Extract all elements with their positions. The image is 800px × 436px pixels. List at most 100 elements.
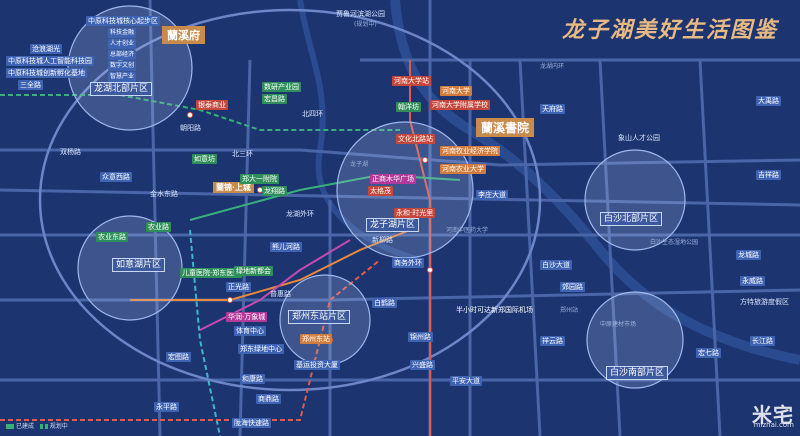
map-title: 龙子湖美好生活图鉴 [561, 17, 778, 43]
label-fangte: 方特旅游度假区 [740, 298, 789, 306]
label-hongqi: 宏七路 [696, 348, 721, 358]
project-lanxi-fu[interactable]: 蘭溪府 [162, 26, 205, 44]
label-under-construction: (规划中) [354, 21, 377, 28]
label-shangding: 商鼎路 [256, 394, 281, 404]
watermark-text: 米宅 [752, 403, 794, 427]
watermark: 米宅 mizhai.com [752, 399, 794, 429]
label-tianxuan: 天府路 [540, 104, 565, 114]
label-zhengzhou-zoo: 郑州站 [560, 307, 579, 314]
district-baisha-south[interactable]: 白沙南部片区 [606, 366, 669, 380]
tech-cluster-item-5: 智慧产业 [108, 72, 137, 82]
label-henan-affil: 河南大学附属学校 [430, 100, 490, 110]
label-xinbian: 新柳路 [372, 236, 393, 244]
metro-line-red [409, 60, 431, 436]
district-baisha-north[interactable]: 白沙北部片区 [600, 212, 663, 226]
legend-planned-swatch [39, 424, 48, 429]
watermark-url: mizhai.com [753, 421, 794, 429]
label-jiaoyuan: 郊园路 [560, 282, 585, 292]
label-hongtan: 翰洋坊 [396, 102, 421, 112]
label-jixiang: 吉祥路 [756, 170, 781, 180]
label-zhongyi-road: 众意西路 [100, 172, 132, 182]
label-longhu-inner-ring: 龙湖内环 [540, 63, 565, 70]
label-henan-univ: 河南大学 [440, 86, 472, 96]
label-baisha-road: 白沙大道 [540, 260, 572, 270]
label-xingshan: 兴盛路 [410, 360, 435, 370]
label-zhengdong-center: 郑东绿地中心 [238, 344, 284, 354]
metro-line-orange [130, 229, 411, 301]
label-longcheng: 龙城路 [736, 250, 761, 260]
label-lvdi-center: 绿地新都会 [234, 266, 273, 276]
legend-built: 已建成 [16, 423, 35, 430]
label-zhengzhou-dongzhan: 郑州东站 [300, 334, 332, 344]
district-longhu-north[interactable]: 龙湖北部片区 [90, 82, 153, 96]
label-henan-univ-station: 河南大学站 [392, 76, 431, 86]
district-longzihu[interactable]: 龙子湖片区 [366, 218, 420, 232]
label-jinshui-east: 河南中医药大学 [446, 227, 489, 234]
label-zhengda-first: 郑大一附院 [240, 174, 279, 184]
label-sanhuan: 三全路 [18, 80, 43, 90]
tech-cluster-item-3: 总部经济 [108, 50, 137, 60]
label-xiangshan: 象山人才公园 [618, 134, 660, 142]
label-beisanhuan: 北三环 [232, 150, 253, 158]
label-guanghua: 普惠路 [270, 290, 291, 298]
metro-line-green [0, 94, 400, 131]
label-yonghe: 永威路 [740, 276, 765, 286]
label-shangwu: 商务外环 [392, 258, 424, 268]
label-zhenglu: 正光路 [226, 282, 251, 292]
tech-cluster-item-2: 人才创业 [108, 39, 137, 49]
label-qianbei-lake: 沧浪湖光 [30, 44, 62, 54]
label-yindu-mall: 银泰商业 [196, 100, 228, 110]
label-yongheshi: 永和·时光里 [394, 208, 436, 218]
label-yongping: 永平路 [154, 402, 179, 412]
district-zhengzhou-east[interactable]: 郑州东站片区 [288, 310, 351, 324]
label-zhongyuan-building: 中原建材市场 [600, 321, 637, 328]
label-henan-agri: 河南牧业经济学院 [440, 146, 500, 156]
project-lanjin-shangcheng[interactable]: 蘭锦·上城 [213, 182, 254, 193]
label-jinzhou: 锦州路 [408, 332, 433, 342]
label-xiangyun: 祥云路 [540, 336, 565, 346]
label-lizi-road: 李庄大道 [476, 190, 508, 200]
district-ruyihu[interactable]: 如意湖片区 [112, 258, 166, 272]
label-nongye-road: 农业路 [146, 222, 171, 232]
label-nongye-east: 农业东路 [96, 232, 128, 242]
ring-road [38, 8, 542, 392]
label-tiyu-center: 体育中心 [234, 326, 266, 336]
label-wanxiang: 华润·万象城 [226, 312, 268, 322]
project-lanxi-shuyuan[interactable]: 蘭溪書院 [476, 118, 535, 137]
tech-cluster-item-1: 科技金融 [108, 28, 137, 38]
metro-line-cyan [189, 229, 221, 436]
label-henan-agri-univ: 河南农业大学 [440, 164, 486, 174]
tech-cluster-item-4: 数字文创 [108, 61, 137, 71]
label-jiyun: 基运投资大厦 [294, 360, 340, 370]
label-ruyi-street: 如意坊 [192, 154, 217, 164]
airport-callout: 半小时可达新郑国际机场 [456, 306, 533, 314]
label-taiyuan: 太格茂 [368, 186, 393, 196]
label-dali: 大禹路 [756, 96, 781, 106]
label-innovation-base: 中原科技城创新孵化基地 [6, 68, 87, 78]
label-longhai: 陇海快速路 [232, 418, 271, 428]
label-digital-park: 数研产业园 [262, 82, 301, 92]
label-wenhua: 文化北路站 [396, 134, 435, 144]
label-children-hospital: 儿童医院·郑东医院 [180, 268, 243, 278]
label-shuangyang: 双杨路 [60, 148, 81, 156]
label-zhengshang: 正商木华广场 [370, 174, 416, 184]
label-longhu-park: 龙湖外环 [286, 210, 314, 218]
label-hongdan: 宏昌路 [262, 94, 287, 104]
label-sunrise: 朝阳路 [180, 124, 201, 132]
label-jinshui-road: 金水东路 [150, 190, 178, 198]
label-xinyi-road: 熊儿河路 [270, 242, 302, 252]
label-ai-town: 中原科技城人工智能科技园 [6, 56, 94, 66]
legend-built-swatch [6, 424, 14, 429]
label-baisha-park: 白沙生态湿地公园 [650, 239, 699, 246]
metro-line-green-2 [189, 173, 461, 221]
label-yellow-river-park: 贾鲁河滨湖公园 [336, 10, 385, 18]
label-changjiang: 长江路 [750, 336, 775, 346]
label-longzi-lake: 龙子湖 [350, 161, 369, 168]
label-hongming: 宏图路 [166, 352, 191, 362]
legend: 已建成 规划中 [6, 421, 68, 430]
label-hekang: 和康路 [240, 374, 265, 384]
label-north-ring: 北四环 [302, 110, 323, 118]
label-baihe: 白鹤路 [372, 298, 397, 308]
legend-planned: 规划中 [49, 423, 68, 430]
